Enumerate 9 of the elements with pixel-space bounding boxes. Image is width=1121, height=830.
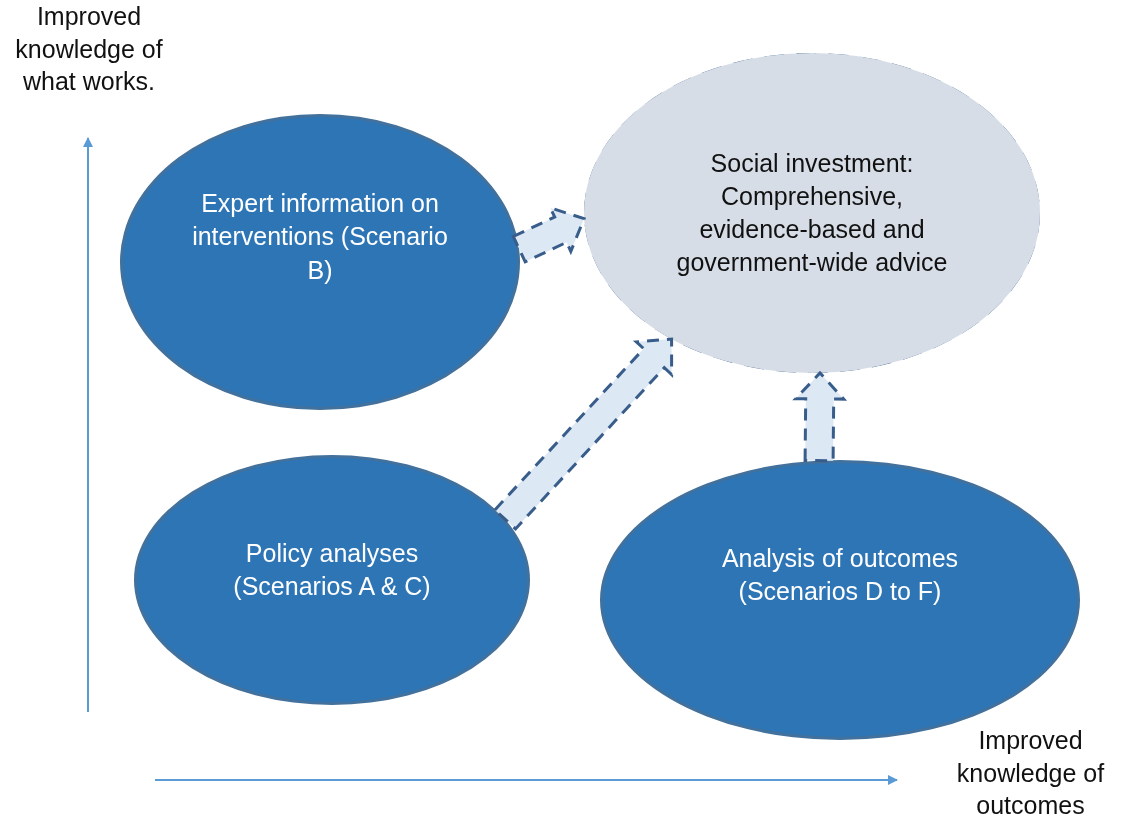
block-arrow — [792, 370, 848, 463]
node-text: Policy analyses (Scenarios A & C) — [232, 537, 432, 602]
node-text: Social investment: Comprehensive, evidence-based and government-wide advice — [675, 147, 949, 279]
node-text: Analysis of outcomes (Scenarios D to F) — [720, 542, 960, 607]
axis-label: Improved knowledge of what works. — [14, 1, 164, 97]
node-text: Expert information on interventions (Scenario B) — [191, 188, 449, 286]
block-arrow — [511, 205, 587, 264]
axis-label: Improved knowledge of outcomes — [955, 725, 1106, 821]
block-arrow — [492, 337, 674, 531]
